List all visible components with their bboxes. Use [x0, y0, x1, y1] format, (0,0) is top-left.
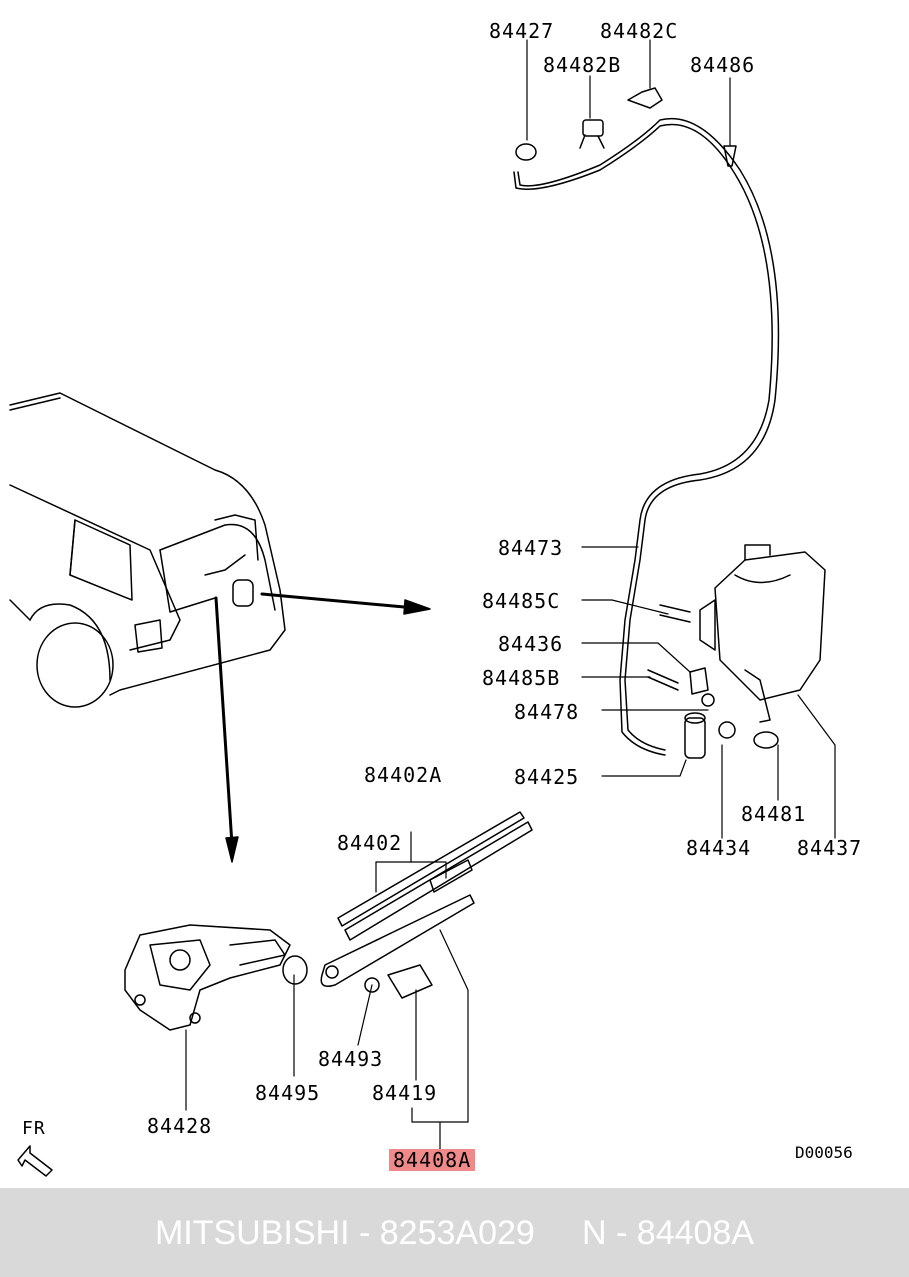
parts-diagram: 84427 84482C 84482B 84486 84473 84485C 8…	[9, 19, 863, 1177]
front-direction-arrow	[17, 1145, 53, 1177]
part-label-84427: 84427	[489, 19, 555, 43]
part-label-84486: 84486	[690, 53, 756, 77]
wiper-assembly	[320, 811, 533, 999]
part-label-84482B: 84482B	[543, 53, 622, 77]
part-label-84428: 84428	[147, 1114, 213, 1138]
part-label-84437: 84437	[797, 836, 863, 860]
part-label-84425: 84425	[514, 765, 580, 789]
part-label-84495: 84495	[255, 1081, 321, 1105]
part-label-84408A-highlighted: 84408A	[389, 1149, 476, 1171]
nozzle-parts	[515, 87, 737, 167]
part-label-84482C: 84482C	[600, 19, 679, 43]
part-label-84478: 84478	[514, 700, 580, 724]
vehicle-outline	[9, 392, 286, 708]
footer-part-info: MITSUBISHI - 8253A029 N - 84408A	[154, 1214, 755, 1252]
part-label-84436: 84436	[498, 632, 564, 656]
part-label-84402A: 84402A	[364, 763, 443, 787]
wiper-motor	[124, 924, 308, 1031]
part-label-84473: 84473	[498, 536, 564, 560]
part-label-84493: 84493	[318, 1047, 384, 1071]
part-label-84481: 84481	[741, 802, 807, 826]
part-label-84434: 84434	[686, 836, 752, 860]
leader-lines	[185, 39, 836, 1153]
part-label-84485B: 84485B	[482, 666, 561, 690]
front-direction-label: FR	[22, 1118, 46, 1139]
part-label-84419: 84419	[372, 1081, 438, 1105]
part-label-84485C: 84485C	[482, 589, 561, 613]
callout-arrows	[214, 592, 431, 863]
washer-hose	[513, 117, 780, 756]
washer-tank	[647, 544, 826, 759]
part-label-84402: 84402	[337, 831, 403, 855]
footer-bar: MITSUBISHI - 8253A029 N - 84408A	[0, 1188, 909, 1277]
diagram-drawing	[9, 39, 836, 1177]
drawing-code: D00056	[795, 1143, 853, 1162]
